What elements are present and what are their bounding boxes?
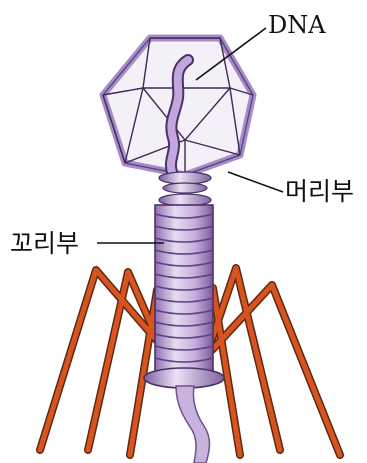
head-leader [228,172,283,192]
phage-collar [159,172,211,206]
dna-label: DNA [268,11,326,39]
phage-head [103,38,253,175]
tail-tube [176,386,210,463]
tail-label: 꼬리부 [10,229,79,258]
head-label: 머리부 [285,177,354,206]
baseplate [144,368,224,388]
